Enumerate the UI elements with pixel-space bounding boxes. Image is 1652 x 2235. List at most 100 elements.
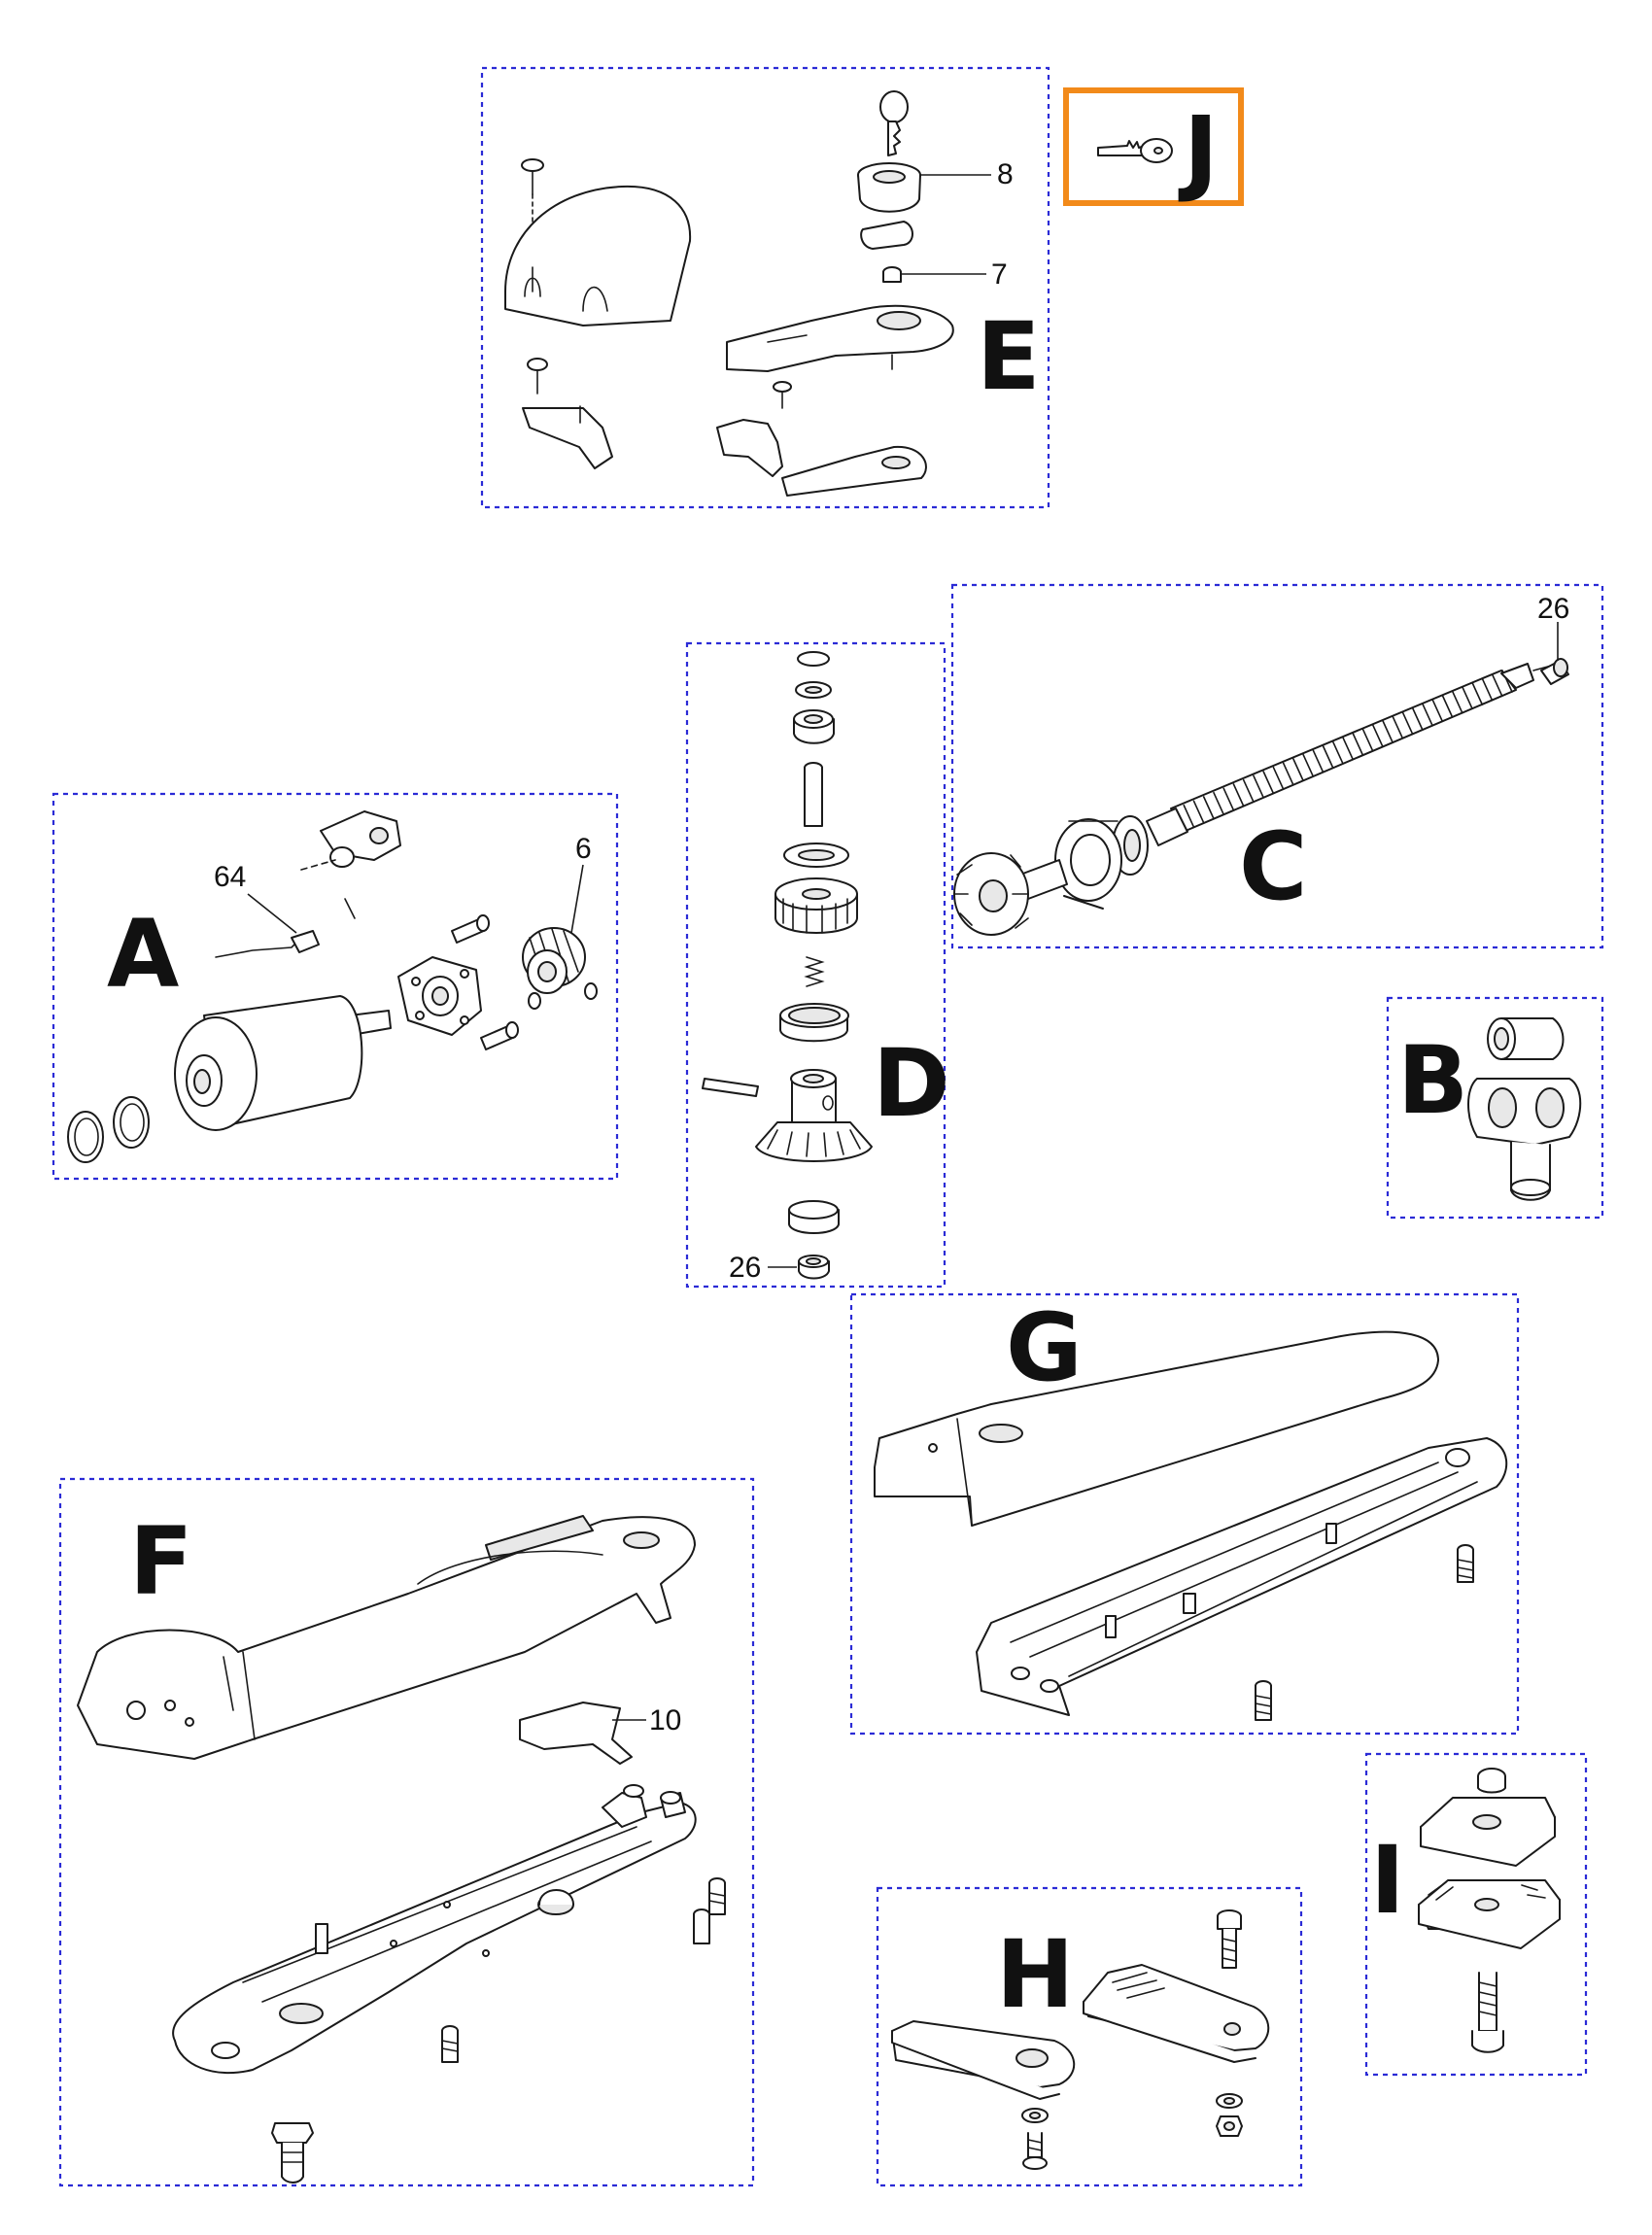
c-bearing	[1054, 818, 1122, 902]
e-label-7: 7	[991, 258, 1008, 291]
group-g[interactable]: G	[849, 1292, 1520, 1736]
f-screw-1	[708, 1877, 726, 1915]
a-label-64: 64	[214, 861, 246, 893]
c-label-26: 26	[1537, 593, 1569, 625]
a-lead-6	[570, 864, 584, 934]
group-e-frame	[480, 66, 1050, 509]
d-o-ring	[797, 651, 830, 667]
e-small-screw	[882, 266, 902, 283]
a-sensor	[291, 930, 320, 953]
e-screw-bracket	[527, 358, 548, 395]
group-c-frame	[950, 583, 1604, 949]
group-f[interactable]: 10	[58, 1477, 755, 2187]
e-mount-bracket	[522, 407, 613, 469]
d-washer-top	[795, 681, 832, 699]
c-bushing-end	[1540, 658, 1569, 685]
group-i-letter: I	[1370, 1826, 1405, 1935]
h-nut	[1216, 2115, 1243, 2137]
group-i[interactable]: I	[1364, 1752, 1588, 2077]
group-c[interactable]: 26 C	[950, 583, 1604, 949]
d-label-26: 26	[729, 1252, 761, 1284]
group-h-frame	[876, 1886, 1303, 2187]
a-wire	[215, 937, 302, 958]
group-a-frame	[52, 792, 619, 1181]
d-spur-gear	[774, 877, 858, 934]
group-b-frame	[1386, 996, 1604, 1220]
d-bevel-gear	[755, 1069, 873, 1162]
e-lock-plate	[860, 221, 913, 250]
f-base-housing	[172, 1784, 697, 2075]
h-plate-right	[1083, 1964, 1270, 2063]
d-bearing-ring	[779, 1003, 849, 1043]
group-e[interactable]: 8 7 E	[480, 66, 1050, 509]
a-flange-plate	[397, 956, 482, 1036]
d-spring	[804, 956, 825, 987]
b-spacer	[1487, 1017, 1565, 1060]
a-lead-64	[247, 893, 297, 934]
g-screw-1	[1457, 1544, 1474, 1583]
group-h-letter: H	[996, 1920, 1074, 2029]
b-fork-bracket	[1467, 1078, 1582, 1201]
h-bolt-bottom	[1022, 2132, 1048, 2170]
e-cover-cap	[504, 185, 692, 327]
group-i-frame	[1364, 1752, 1588, 2077]
e-lock-cylinder	[857, 162, 921, 213]
a-grub-screw-2	[584, 982, 598, 1000]
h-washer-left	[1021, 2108, 1049, 2123]
j-key-icon	[1097, 138, 1173, 163]
group-j-frame	[1063, 87, 1244, 206]
group-c-letter: C	[1239, 812, 1307, 921]
g-base-profile	[976, 1437, 1508, 1716]
a-encoder	[320, 810, 401, 868]
e-screw-lever	[773, 381, 792, 409]
e-key	[879, 90, 909, 156]
group-f-letter: F	[129, 1507, 193, 1616]
g-cover-shell	[874, 1330, 1439, 1527]
h-washer	[1216, 2093, 1243, 2109]
d-bushing	[788, 1200, 840, 1234]
c-thread-lines	[1173, 670, 1513, 832]
group-a[interactable]: 64 6	[52, 792, 619, 1181]
d-bushing-bottom	[798, 1255, 830, 1280]
i-bottom-plate	[1418, 1879, 1561, 1949]
i-top-plate	[1420, 1797, 1556, 1867]
group-b[interactable]: B	[1386, 996, 1604, 1220]
a-worm-gear	[522, 927, 586, 994]
h-bolt-top	[1217, 1909, 1242, 1969]
group-b-letter: B	[1397, 1026, 1468, 1135]
e-latch	[716, 419, 783, 477]
i-bolt	[1471, 1972, 1504, 2053]
e-latch-plate	[781, 445, 927, 497]
f-screw-2	[693, 1908, 710, 1944]
h-plate-left	[891, 2020, 1076, 2100]
group-g-frame	[849, 1292, 1520, 1736]
d-pin	[804, 762, 823, 827]
group-e-letter: E	[977, 302, 1041, 411]
group-d-letter: D	[873, 1029, 950, 1138]
a-grub-screw-1	[528, 992, 541, 1010]
group-j-letter: J	[1178, 96, 1219, 205]
group-j[interactable]: J	[1063, 87, 1244, 206]
a-motor-body	[174, 995, 392, 1131]
a-shim-2	[67, 1111, 104, 1163]
i-nut	[1477, 1768, 1506, 1794]
d-bearing-top	[793, 709, 835, 744]
g-screw-2	[1255, 1680, 1272, 1721]
group-d[interactable]: 26 D	[685, 641, 950, 1289]
c-worm-screw	[1170, 670, 1517, 832]
d-key-pin	[702, 1078, 759, 1097]
group-d-frame	[685, 641, 946, 1289]
group-g-letter: G	[1006, 1293, 1083, 1402]
c-bevel-gear	[953, 852, 1029, 936]
e-release-lever	[726, 304, 954, 372]
c-shaft-end	[1500, 663, 1534, 689]
f-cable-gland	[271, 2122, 314, 2183]
a-shim-1	[113, 1096, 150, 1149]
e-label-8: 8	[997, 158, 1014, 190]
f-screw-3	[441, 2025, 459, 2063]
f-clip	[519, 1702, 633, 1765]
f-label-10: 10	[649, 1704, 681, 1736]
group-h[interactable]: H	[876, 1886, 1303, 2187]
a-label-6: 6	[575, 833, 592, 865]
